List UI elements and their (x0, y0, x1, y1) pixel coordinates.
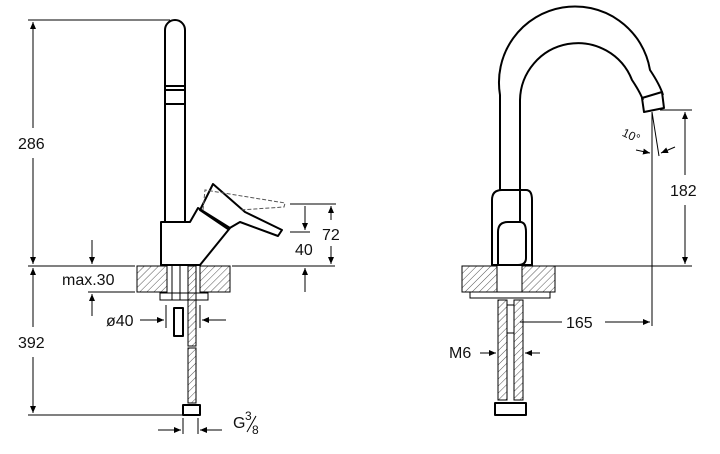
svg-text:8: 8 (252, 423, 259, 437)
dim-label-angle: 10° (620, 125, 643, 145)
dim-label-connection: G 3 8 (233, 409, 259, 437)
dim-label-m6: M6 (449, 345, 471, 362)
deck-section (136, 265, 168, 293)
dim-label-182: 182 (670, 183, 697, 200)
lever-raised-position (202, 189, 286, 211)
hose-nuts (494, 402, 527, 416)
supply-hose (187, 265, 197, 347)
dim-label-40: 40 (295, 242, 313, 259)
supply-hose (497, 299, 508, 401)
dim-label-165: 165 (566, 315, 593, 332)
aerator (641, 91, 665, 113)
dim-label-72: 72 (322, 227, 340, 244)
mounting-stud (173, 307, 184, 337)
dim-label-diameter: ø40 (106, 313, 134, 330)
svg-text:G: G (233, 415, 245, 432)
lever-handle (199, 183, 283, 237)
mounting-stud (506, 304, 515, 334)
dim-label-286: 286 (18, 136, 45, 153)
dim-label-max30: max.30 (62, 272, 115, 289)
deck-section (461, 265, 498, 293)
hose-nut (182, 404, 201, 416)
dim-label-392: 392 (18, 335, 45, 352)
svg-text:3: 3 (245, 409, 252, 423)
faucet-body (160, 207, 231, 266)
gooseneck-spout (497, 5, 664, 190)
faucet-body (491, 189, 533, 266)
front-view: 182 165 10° M6 (449, 5, 697, 416)
left-side-view: 286 392 max.30 ø40 (18, 19, 340, 437)
spout (164, 19, 186, 222)
